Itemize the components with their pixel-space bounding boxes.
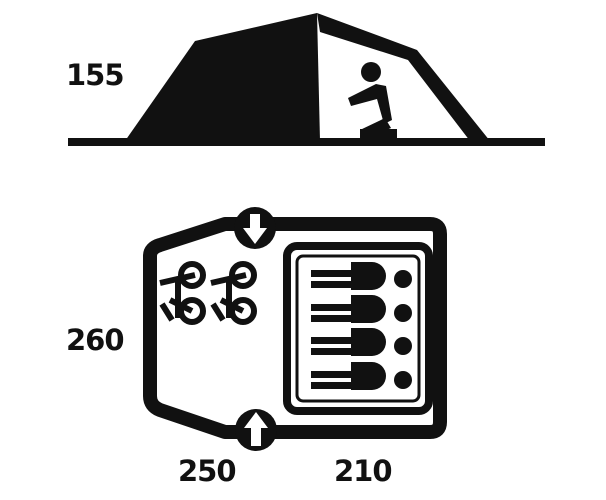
door-arrow-icon[interactable]: [234, 207, 276, 249]
tent-open-section: [317, 13, 490, 141]
width-label: 260: [66, 323, 124, 357]
inner-tent-inner-line: [295, 254, 421, 403]
bicycle-icon: [159, 261, 206, 325]
tent-floor-plan: [143, 207, 447, 451]
door-arrow-icon[interactable]: [235, 409, 277, 451]
ground-line: [68, 138, 545, 146]
sleeping-persons: [311, 262, 412, 390]
bicycle-icon: [210, 261, 257, 325]
sleeping-person-icon: [311, 262, 412, 290]
outer-floor-outline: [143, 217, 447, 439]
tent-side-view: [68, 13, 545, 146]
sleeping-person-icon: [311, 328, 412, 356]
sleeping-person-icon: [311, 362, 412, 390]
kneeling-person-icon: [348, 62, 397, 139]
inner-tent-length-label: 210: [334, 454, 392, 488]
inner-tent-outline: [283, 242, 433, 415]
tent-closed-section: [125, 13, 320, 141]
sleeping-person-icon: [311, 295, 412, 323]
height-label: 155: [66, 58, 124, 92]
vestibule-length-label: 250: [178, 454, 236, 488]
